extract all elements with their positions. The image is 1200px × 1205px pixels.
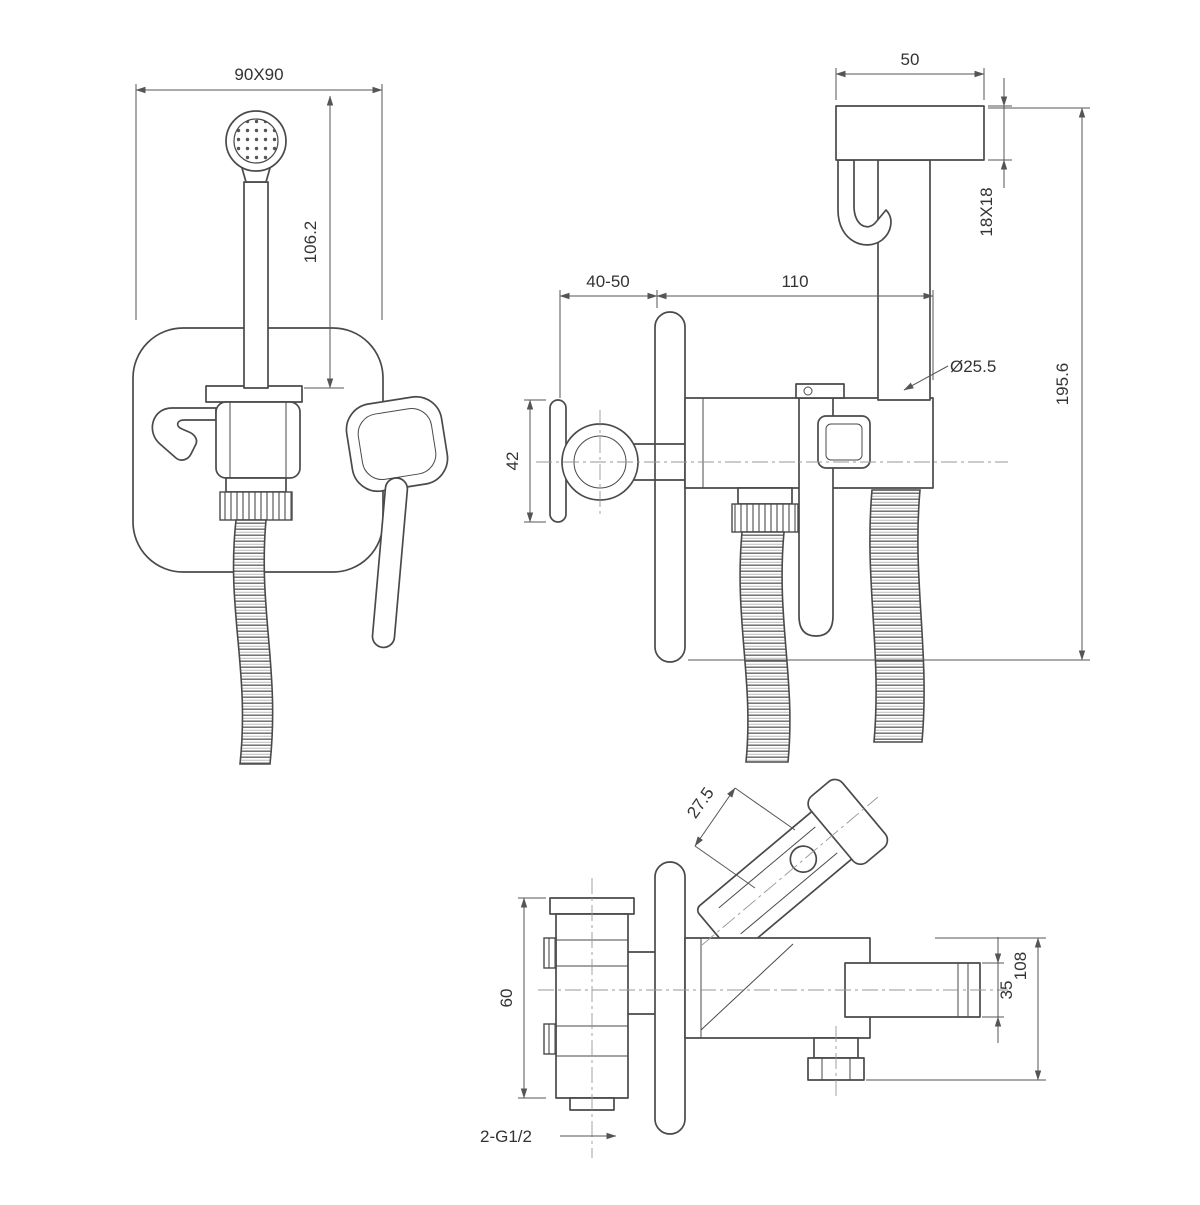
outlet-knurl-nut [731,503,799,533]
holder-hook-side [837,159,892,246]
inlet-knurl-top [543,937,557,969]
holder-top-side [835,105,985,161]
dim-label-holder-top-width: 50 [901,50,920,69]
centerline [701,796,879,946]
dim-inlet-body-height: 60 [497,897,546,1099]
dim-plate-size: 90X90 [135,65,383,320]
dim-handle-diameter: Ø25.5 [903,357,996,391]
mixer-lever [371,477,409,649]
dim-label-handle-diameter: Ø25.5 [950,357,996,376]
dim-label-body-projection: 110 [781,272,808,291]
dim-body-projection: 110 [656,272,934,380]
dim-label-overall-depth: 108 [1011,952,1030,980]
dim-holder-bar-section: 18X18 [977,78,1012,237]
dim-label-inlet-body-height: 60 [497,989,516,1008]
shower-hose-front [232,519,274,765]
dim-thread-note: 2-G1/2 [480,1127,617,1146]
body-detail-line [700,943,794,1031]
wall-plate-side [654,311,686,663]
hose-left-side [739,531,791,763]
dim-wall-depth: 40-50 [559,272,658,398]
dim-label-plate-size: 90X90 [234,65,283,84]
dim-label-thread-note: 2-G1/2 [480,1127,532,1146]
side-view: 50 18X18 40-50 110 Ø25.5 [503,50,1090,763]
hose-knurl-nut [219,491,293,521]
dim-label-sprayer-height: 106.2 [301,221,320,264]
dim-label-wall-depth: 40-50 [586,272,629,291]
wall-plate-bottom [654,861,686,1135]
dim-inlet-flange: 42 [503,399,546,523]
holder-ring-section [817,415,871,469]
dim-overall-depth: 108 [866,937,1046,1081]
bottom-view: 27.5 60 108 35 2-G1/2 [480,778,1046,1158]
holder-ring-inner [825,423,863,461]
hose-nut [225,477,287,493]
dim-label-overall-height: 195.6 [1053,363,1072,406]
holder-hook [151,407,217,461]
dim-holder-top-width: 50 [835,50,985,100]
hose-right-side [869,489,925,743]
holder-bar-side [877,159,931,401]
dim-label-spout-diameter: 35 [997,981,1016,1000]
inlet-knurl-bottom [543,1023,557,1055]
pivot-screw [803,386,813,396]
dim-label-inlet-flange: 42 [503,452,522,471]
dim-label-holder-bar-section: 18X18 [977,187,996,236]
holder-pivot [795,383,845,399]
sprayer-handle [243,181,269,389]
holder-bracket [215,401,301,479]
dim-overall-height: 195.6 [688,107,1090,661]
dim-spout-diameter: 35 [982,937,1016,1043]
valve-body-bottom [684,937,871,1039]
outlet-stub [737,487,793,505]
sprayer-face [233,118,279,164]
dim-sprayer-height: 106.2 [301,95,344,389]
dim-label-holder-bar-width: 27.5 [683,784,718,822]
front-view: 90X90 106.2 [132,65,449,765]
